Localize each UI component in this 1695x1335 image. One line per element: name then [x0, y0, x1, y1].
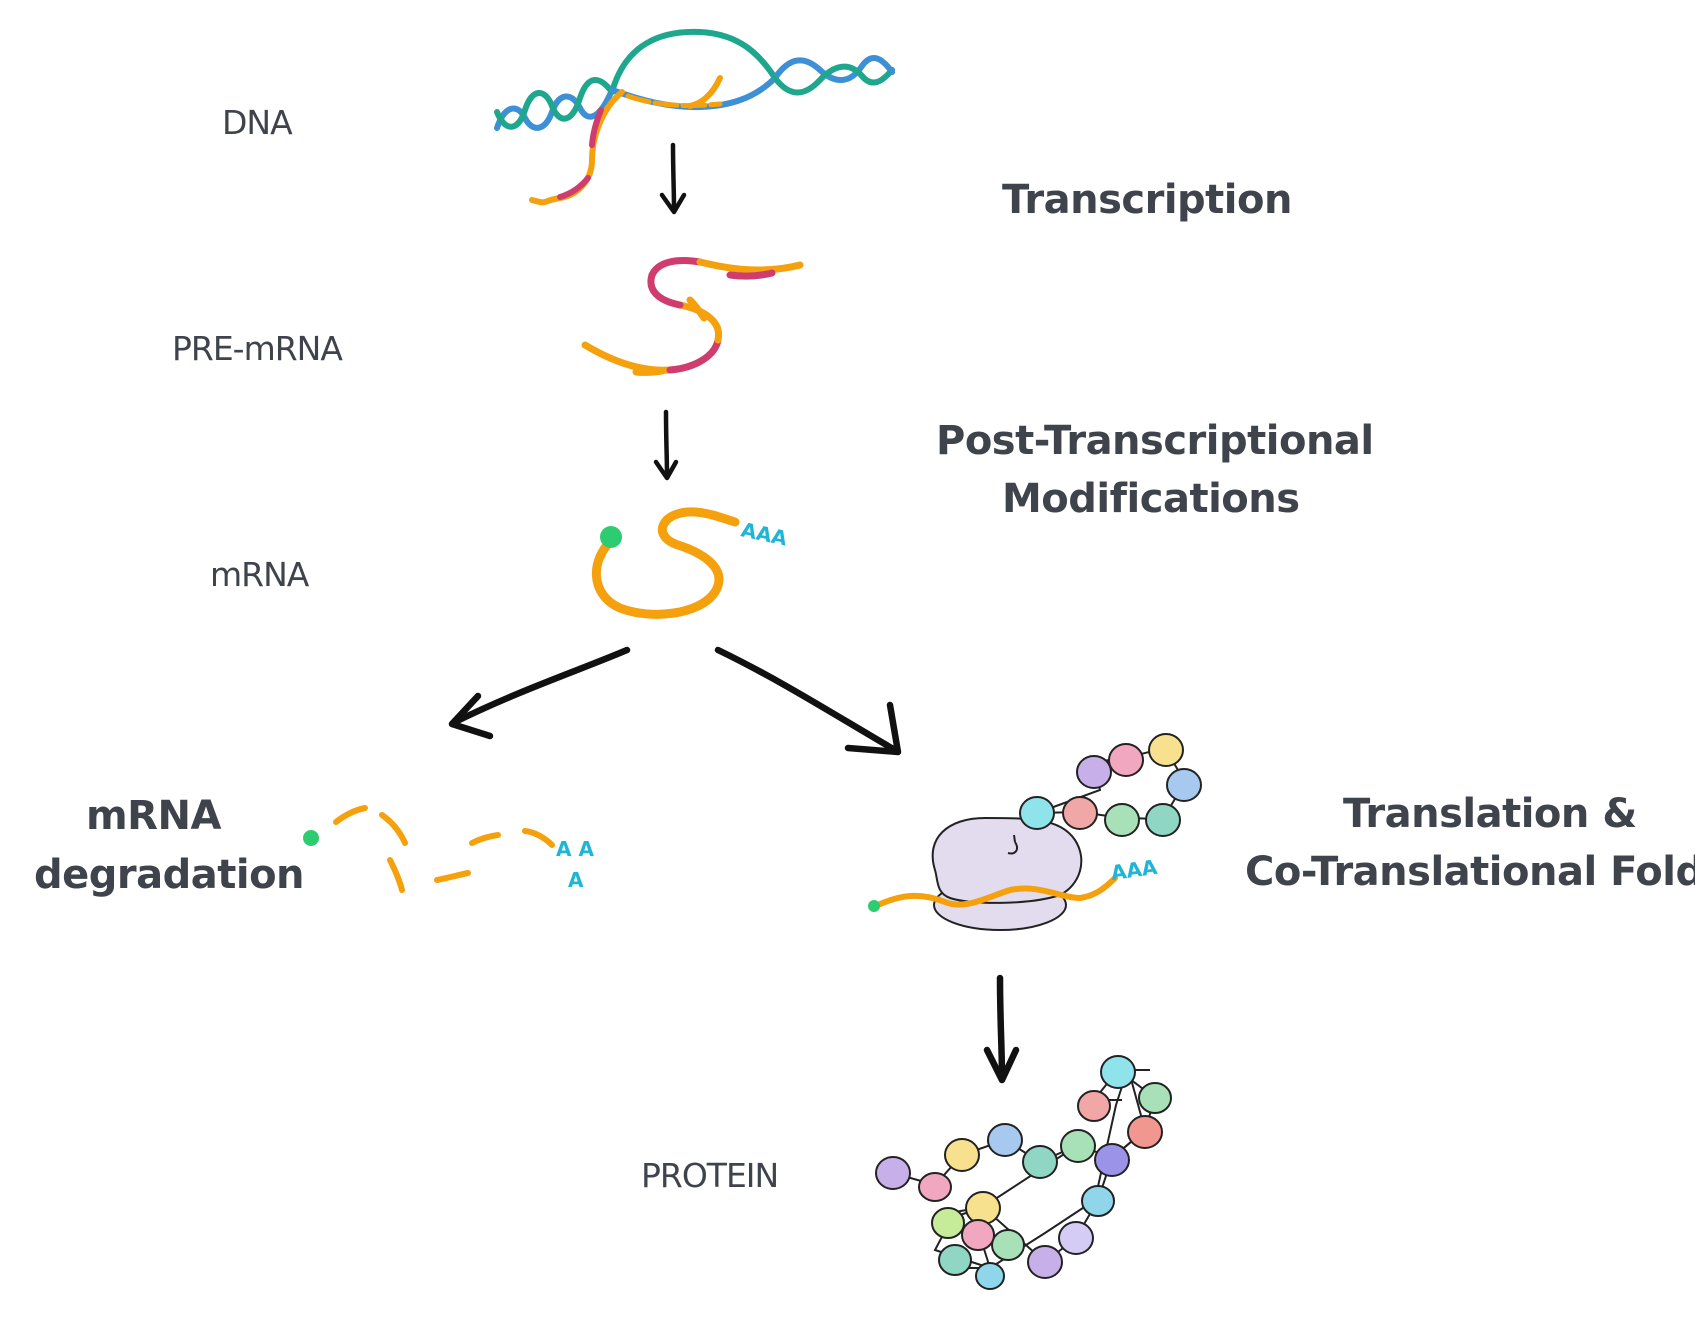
label-degradation-line1: mRNA: [86, 793, 221, 839]
protein-icon: [875, 1055, 1172, 1290]
mrna-molecule: AAA: [592, 507, 790, 619]
degraded-mrna: [303, 805, 555, 893]
arrow-mrna-to-translation: [714, 646, 902, 756]
label-post-transcriptional-line2: Modifications: [1002, 476, 1300, 522]
arrow-premrna-to-mrna: [653, 409, 679, 481]
nascent-polypeptide-icon: [1019, 733, 1202, 837]
mrna-poly-a-tail: AAA: [739, 517, 790, 550]
label-translation-line1: Translation &: [1343, 791, 1637, 837]
pre-mrna-strand: [581, 257, 804, 376]
degraded-cap-icon: [303, 830, 319, 846]
label-transcription: Transcription: [1002, 177, 1292, 223]
label-degradation-line2: degradation: [34, 852, 304, 898]
nascent-rna-strand: [529, 75, 723, 206]
ribosome-icon: [931, 816, 1083, 931]
label-mrna: mRNA: [210, 555, 310, 594]
arrow-translation-to-protein: [983, 974, 1020, 1084]
label-protein: PROTEIN: [641, 1156, 778, 1195]
arrow-dna-to-premrna: [659, 142, 687, 215]
five-prime-cap-icon: [600, 526, 622, 548]
degraded-poly-a-bottom: A: [568, 868, 584, 892]
dna-helix-icon: [494, 28, 895, 131]
arrow-mrna-to-degradation: [448, 646, 631, 740]
label-translation-line2: Co-Translational Folding: [1245, 849, 1695, 895]
label-dna: DNA: [222, 103, 293, 142]
label-post-transcriptional-line1: Post-Transcriptional: [936, 418, 1374, 464]
ribosome-mrna: [868, 875, 1118, 912]
degraded-poly-a-top: A A: [556, 837, 594, 861]
ribosome-poly-a-tail: AAA: [1109, 855, 1159, 885]
label-pre-mrna: PRE-mRNA: [172, 329, 343, 368]
